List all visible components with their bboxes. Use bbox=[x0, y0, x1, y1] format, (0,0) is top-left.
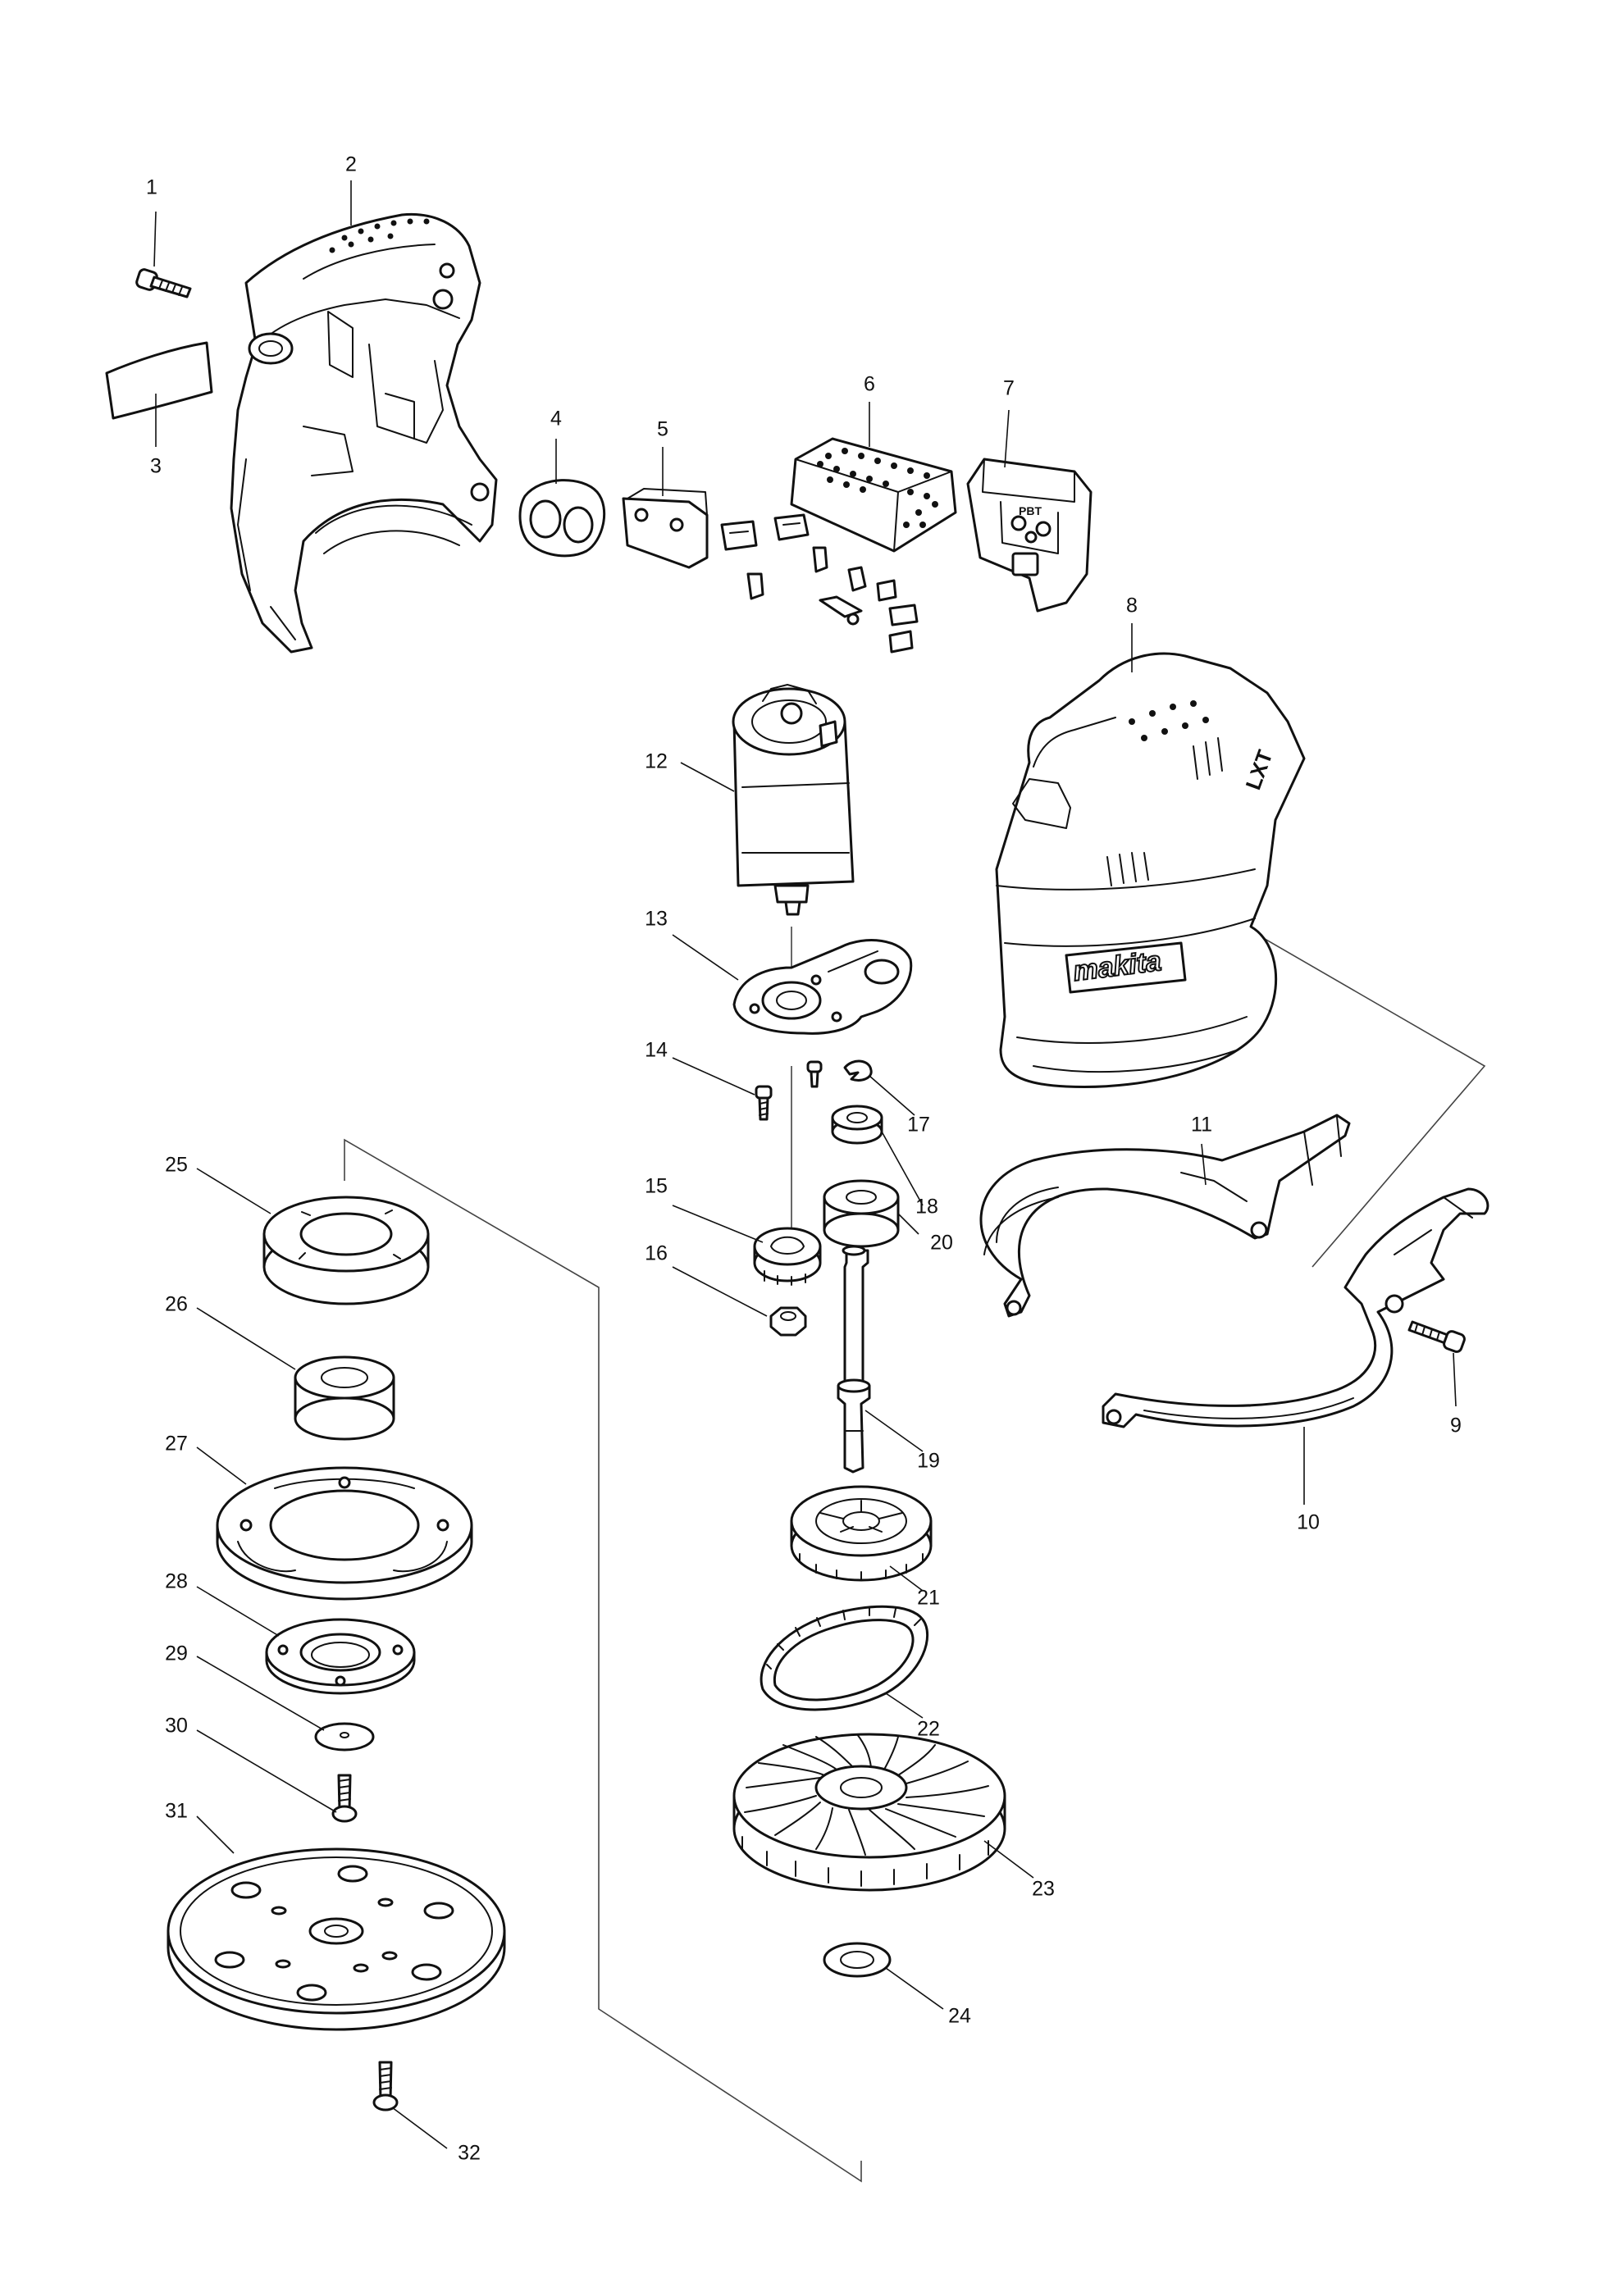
callout-21: 21 bbox=[917, 1587, 940, 1610]
part-8-right-housing: makita LXT bbox=[995, 652, 1306, 1089]
part-19-spindle bbox=[837, 1245, 871, 1474]
callout-1: 1 bbox=[146, 176, 157, 199]
part-28-rubber-ring bbox=[265, 1618, 416, 1695]
callout-11: 11 bbox=[1191, 1114, 1212, 1137]
part-32-screw bbox=[372, 2061, 399, 2112]
callout-24: 24 bbox=[948, 2005, 971, 2028]
part-5-switch bbox=[622, 488, 828, 600]
callout-27: 27 bbox=[165, 1433, 188, 1456]
callout-28: 28 bbox=[165, 1570, 188, 1593]
callout-7: 7 bbox=[1003, 377, 1015, 400]
callout-leader-lines bbox=[153, 180, 1457, 2149]
callout-labels: 1 2 3 4 5 6 7 8 9 10 11 12 13 14 15 16 1… bbox=[146, 153, 1462, 2165]
callout-9: 9 bbox=[1450, 1414, 1462, 1437]
part-23-fan bbox=[732, 1733, 1006, 1892]
part-20-bearing bbox=[823, 1179, 900, 1248]
part-29-washer bbox=[314, 1722, 375, 1752]
part-12-motor bbox=[732, 684, 855, 916]
part-3-label-plate bbox=[105, 341, 213, 420]
part-1-screw bbox=[135, 268, 192, 298]
part-22-belt bbox=[760, 1605, 929, 1711]
part-11-dust-nozzle-half bbox=[979, 1114, 1351, 1318]
callout-16: 16 bbox=[645, 1242, 668, 1265]
part-27-bearing-box bbox=[216, 1466, 473, 1601]
part-6-controller bbox=[790, 437, 957, 654]
part-10-dust-nozzle-half bbox=[1102, 1187, 1489, 1428]
callout-3: 3 bbox=[150, 455, 162, 478]
callout-26: 26 bbox=[165, 1293, 188, 1316]
callout-6: 6 bbox=[864, 373, 875, 396]
part-4-switch-button bbox=[518, 479, 606, 558]
part-9-screw bbox=[1407, 1320, 1466, 1353]
callout-25: 25 bbox=[165, 1154, 188, 1177]
callout-8: 8 bbox=[1126, 594, 1138, 617]
callout-22: 22 bbox=[917, 1718, 940, 1741]
callout-14: 14 bbox=[645, 1039, 668, 1062]
part-14-screw bbox=[755, 1085, 773, 1121]
callout-30: 30 bbox=[165, 1715, 188, 1738]
part-13-baffle-plate bbox=[732, 939, 913, 1035]
pad-assembly-group-line bbox=[344, 1138, 862, 2183]
callout-23: 23 bbox=[1032, 1878, 1055, 1901]
part-24-washer bbox=[823, 1942, 892, 1978]
callout-2: 2 bbox=[345, 153, 357, 176]
part-30-screw bbox=[331, 1774, 358, 1823]
callout-17: 17 bbox=[907, 1114, 930, 1137]
part-15-eccentric bbox=[753, 1227, 822, 1286]
part-26-bearing bbox=[294, 1355, 395, 1441]
callout-31: 31 bbox=[165, 1800, 188, 1823]
callout-18: 18 bbox=[915, 1196, 938, 1219]
terminal-mark-text: PBT bbox=[1019, 504, 1042, 517]
callout-12: 12 bbox=[645, 750, 668, 773]
part-2-left-housing bbox=[230, 212, 498, 654]
part-25-pad-ring bbox=[262, 1196, 430, 1305]
callout-20: 20 bbox=[930, 1232, 953, 1255]
callout-32: 32 bbox=[458, 2142, 481, 2165]
part-16-nut bbox=[769, 1306, 807, 1337]
callout-19: 19 bbox=[917, 1450, 940, 1473]
part-17-retaining-clip bbox=[843, 1059, 873, 1082]
housing-guard-group-line bbox=[1254, 932, 1486, 1268]
part-7-terminal-holder: PBT bbox=[966, 458, 1093, 613]
part-21-pulley bbox=[790, 1485, 933, 1582]
part-14-second-screw bbox=[806, 1060, 823, 1088]
callout-10: 10 bbox=[1297, 1511, 1320, 1534]
callout-29: 29 bbox=[165, 1642, 188, 1665]
callout-15: 15 bbox=[645, 1175, 668, 1198]
callout-5: 5 bbox=[657, 418, 668, 441]
part-31-sanding-pad bbox=[167, 1847, 506, 2031]
part-18-bearing bbox=[831, 1105, 883, 1145]
callout-4: 4 bbox=[550, 408, 562, 430]
callout-13: 13 bbox=[645, 908, 668, 931]
